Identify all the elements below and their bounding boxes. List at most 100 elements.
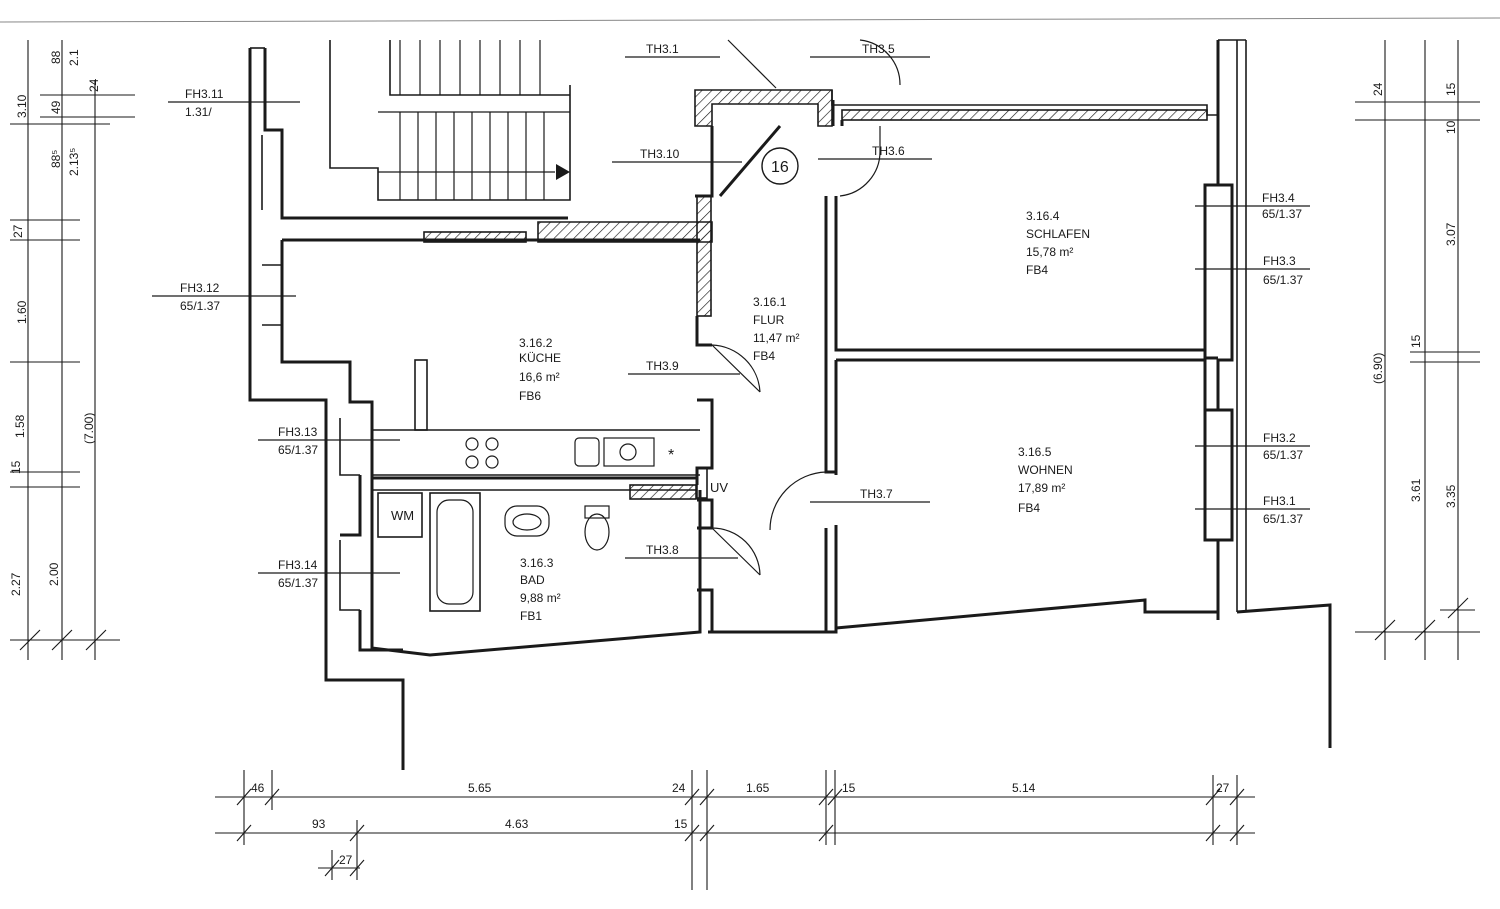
window-id: FH3.11: [185, 87, 224, 101]
room-fb: FB6: [519, 389, 541, 403]
room-area: 17,89 m²: [1018, 481, 1065, 495]
washing-machine-label: WM: [391, 508, 414, 523]
window-id: FH3.14: [278, 558, 318, 572]
sheet-top-border: [0, 17, 1500, 23]
dimension-label: (7.00): [82, 413, 96, 444]
fixture-star: *: [668, 447, 674, 464]
dimension-label: (6.90): [1371, 353, 1385, 384]
door-tag: TH3.7: [860, 487, 893, 501]
sink-icon: [574, 437, 655, 467]
room-fb: FB4: [1026, 263, 1048, 277]
window-id: FH3.13: [278, 425, 318, 439]
dimension-label: 27: [339, 853, 353, 867]
room-area: 9,88 m²: [520, 591, 561, 605]
dimension-label: 5.14: [1012, 781, 1036, 795]
room-bad: 3.16.3 BAD 9,88 m² FB1: [520, 556, 561, 623]
dimension-label: 24: [1371, 82, 1385, 96]
interior-walls: [370, 89, 1218, 634]
room-fb: FB1: [520, 609, 542, 623]
window-id: FH3.4: [1262, 191, 1295, 205]
room-name: WOHNEN: [1018, 463, 1073, 477]
dimension-label: 2.00: [47, 562, 61, 586]
dimension-label: 10: [1444, 120, 1458, 134]
room-id: 3.16.1: [753, 295, 787, 309]
bathtub-icon: [429, 492, 481, 612]
room-area: 15,78 m²: [1026, 245, 1073, 259]
dimension-label: 27: [1216, 781, 1230, 795]
room-flur: 3.16.1 FLUR 11,47 m² FB4: [753, 295, 799, 363]
dimension-label: 24: [672, 781, 686, 795]
stove-icon: [465, 437, 499, 469]
dimension-label: 1.65: [746, 781, 770, 795]
window-id: FH3.12: [180, 281, 220, 295]
dimension-label: 1.60: [15, 300, 29, 324]
dimension-label: 2.1: [67, 49, 81, 66]
dimension-labels-right: 24 15 10 3.07 (6.90) 15 3.61 3.35: [1371, 82, 1458, 508]
room-fb: FB4: [753, 349, 775, 363]
window-size: 65/1.37: [278, 443, 318, 457]
dimension-label: 46: [251, 781, 265, 795]
dimension-label: 3.07: [1444, 222, 1458, 246]
dimension-label: 3.35: [1444, 484, 1458, 508]
dimension-labels-left: 3.10 88 2.1 24 49 88⁵ 2.13⁵ 27 1.60 (7.0…: [9, 49, 101, 596]
door-tag: TH3.1: [646, 42, 679, 56]
window-size: 65/1.37: [1263, 273, 1303, 287]
room-fb: FB4: [1018, 501, 1040, 515]
room-schlafen: 3.16.4 SCHLAFEN 15,78 m² FB4: [1026, 209, 1090, 277]
window-id: FH3.3: [1263, 254, 1296, 268]
dimension-label: 15: [674, 817, 688, 831]
door-swings: [711, 39, 901, 576]
dimension-chain-left: [10, 40, 135, 660]
dimension-label: 27: [11, 224, 25, 238]
door-tag: TH3.8: [646, 543, 679, 557]
dimension-label: 3.10: [15, 94, 29, 118]
dimension-label: 1.58: [13, 414, 27, 438]
window-size: 65/1.37: [1263, 448, 1303, 462]
room-name: FLUR: [753, 313, 785, 327]
dimension-label: 24: [87, 78, 101, 92]
room-area: 16,6 m²: [519, 370, 560, 384]
window-id: FH3.1: [1263, 494, 1296, 508]
room-id: 3.16.3: [520, 556, 554, 570]
window-size: 65/1.37: [1262, 207, 1302, 221]
room-kueche: 3.16.2 KÜCHE 16,6 m² FB6: [519, 336, 561, 403]
dimension-label: 3.61: [1409, 478, 1423, 502]
dimension-label: 2.27: [9, 572, 23, 596]
door-tag: TH3.10: [640, 147, 680, 161]
dimension-label: 93: [312, 817, 326, 831]
unit-number: 16: [771, 159, 789, 176]
dimension-chain-right: [1355, 40, 1480, 660]
outer-walls: [248, 39, 1332, 770]
dimension-label: 49: [49, 100, 63, 114]
window-tags: FH3.11 1.31/ FH3.12 65/1.37 FH3.13 65/1.…: [152, 87, 1310, 590]
washbasin-icon: [504, 505, 550, 537]
unit-number-circle: [761, 147, 799, 185]
window-size: 65/1.37: [1263, 512, 1303, 526]
room-name: SCHLAFEN: [1026, 227, 1090, 241]
window-size: 65/1.37: [180, 299, 220, 313]
door-tag: TH3.9: [646, 359, 679, 373]
dimension-label: 88⁵: [49, 150, 63, 168]
dimension-label: 4.63: [505, 817, 529, 831]
dimension-chain-bottom: [215, 770, 1255, 890]
dimension-label: 88: [49, 50, 63, 64]
dimension-label: 2.13⁵: [67, 148, 81, 176]
window-size: 65/1.37: [278, 576, 318, 590]
door-tags: TH3.1 TH3.5 TH3.10 TH3.6 TH3.9 TH3.7 TH3…: [612, 42, 932, 559]
door-tag: TH3.6: [872, 144, 905, 158]
dimension-label: 15: [842, 781, 856, 795]
toilet-icon: [584, 505, 610, 551]
room-id: 3.16.4: [1026, 209, 1060, 223]
room-wohnen: 3.16.5 WOHNEN 17,89 m² FB4: [1018, 445, 1073, 515]
room-id: 3.16.5: [1018, 445, 1052, 459]
window-id: FH3.2: [1263, 431, 1296, 445]
stair-direction-arrow-icon: [556, 164, 570, 180]
dimension-label: 15: [9, 460, 23, 474]
stairwell: [329, 40, 571, 201]
door-tag: TH3.5: [862, 42, 895, 56]
washing-machine-icon: [377, 492, 423, 538]
room-id: 3.16.2: [519, 336, 553, 350]
dimension-label: 15: [1409, 334, 1423, 348]
